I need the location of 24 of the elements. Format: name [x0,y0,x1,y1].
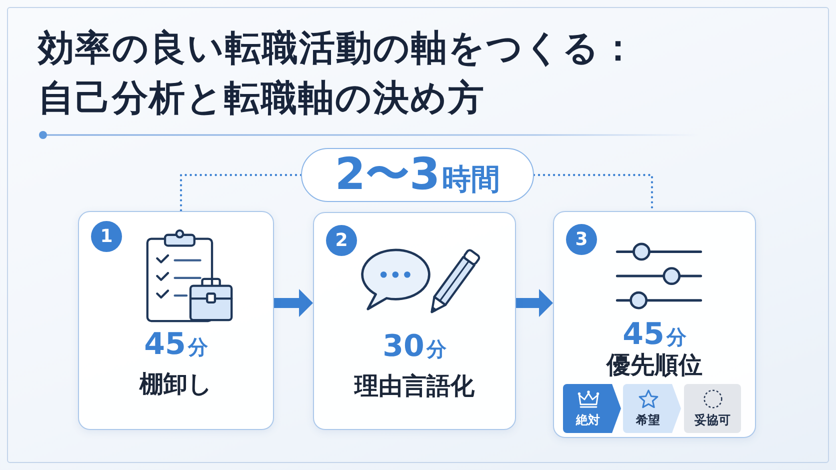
step-card [313,212,516,430]
step-label: 優先順位 [606,351,702,380]
arrow [274,289,313,317]
duration-text: 45分 [622,320,686,350]
time-pill [301,148,534,202]
arrow [516,289,553,317]
priority-tag [684,384,741,433]
priority-tag [563,384,621,433]
priority-tag [623,384,681,433]
tag-label: 希望 [636,414,660,428]
step-number-badge: 3 [566,224,597,255]
dotted-connector [180,174,302,212]
step-label: 理由言語化 [354,372,474,401]
duration-text: 30分 [382,332,446,362]
step-number-badge: 1 [91,221,122,252]
tag-label: 絶対 [576,414,600,428]
step-card [553,211,756,438]
step-number-badge: 2 [326,225,357,256]
duration-text: 2〜3時間 [334,153,500,197]
tag-label: 妥協可 [694,414,730,428]
title: 効率の良い転職活動の軸をつくる：自己分析と転職軸の決め方 [38,27,638,121]
duration-text: 45分 [144,330,208,360]
step-label: 棚卸し [140,370,212,399]
step-card [78,211,274,430]
